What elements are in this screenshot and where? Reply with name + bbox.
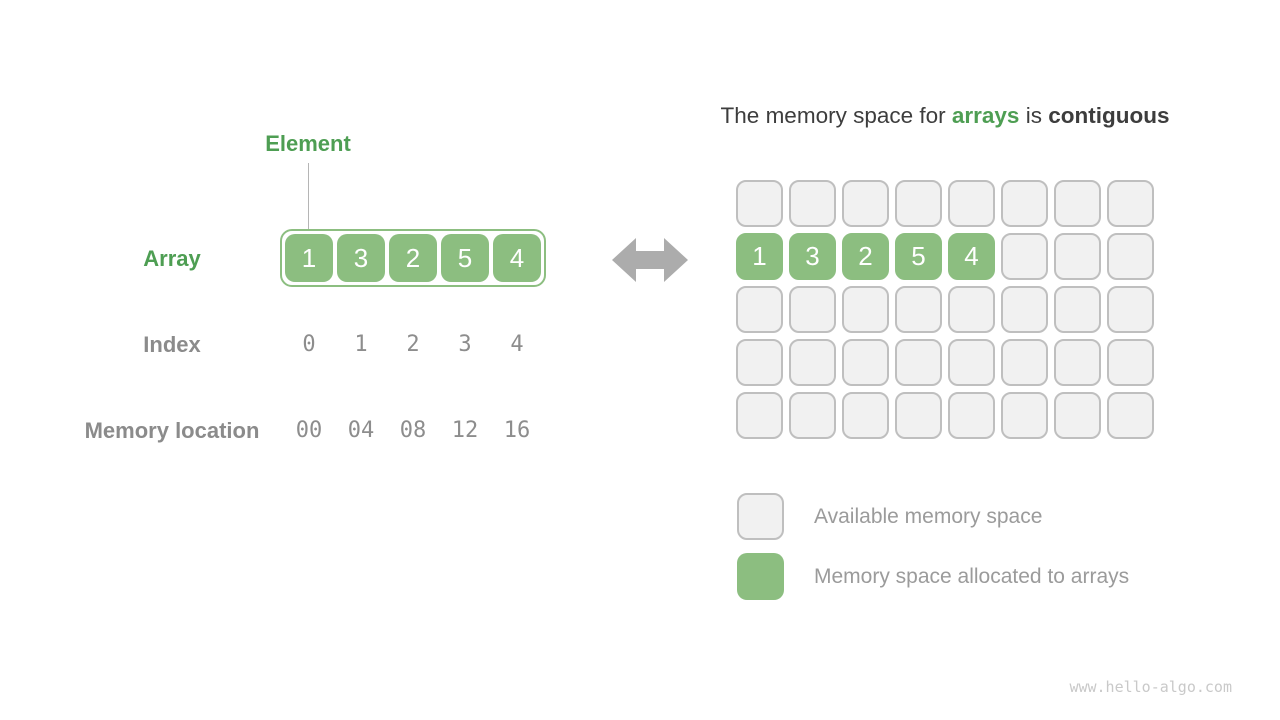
array-cell: 5 xyxy=(441,234,489,282)
available-memory-cell xyxy=(1001,339,1048,386)
available-memory-cell xyxy=(948,286,995,333)
array-cell: 3 xyxy=(337,234,385,282)
index-value: 4 xyxy=(510,332,524,357)
available-memory-cell xyxy=(842,392,889,439)
available-memory-cell xyxy=(948,392,995,439)
index-value: 1 xyxy=(354,332,368,357)
allocated-memory-cell: 2 xyxy=(842,233,889,280)
available-memory-cell xyxy=(842,339,889,386)
array-cell: 2 xyxy=(389,234,437,282)
index-value: 0 xyxy=(302,332,316,357)
allocated-memory-cell: 5 xyxy=(895,233,942,280)
array-cell: 4 xyxy=(493,234,541,282)
legend-label-allocated: Memory space allocated to arrays xyxy=(814,564,1130,588)
memory-location-value: 16 xyxy=(503,418,531,443)
allocated-memory-swatch-icon xyxy=(737,553,784,600)
available-memory-cell xyxy=(1001,286,1048,333)
available-memory-cell xyxy=(1107,233,1154,280)
memory-location-value: 04 xyxy=(347,418,375,443)
available-memory-cell xyxy=(1107,392,1154,439)
available-memory-cell xyxy=(736,339,783,386)
available-memory-cell xyxy=(1001,233,1048,280)
available-memory-cell xyxy=(789,392,836,439)
left-right-arrow-icon xyxy=(612,238,688,282)
watermark: www.hello-algo.com xyxy=(1069,678,1232,696)
element-label: Element xyxy=(265,131,351,156)
available-memory-cell xyxy=(1054,392,1101,439)
available-memory-cell xyxy=(895,392,942,439)
available-memory-cell xyxy=(948,339,995,386)
available-memory-cell xyxy=(1054,339,1101,386)
available-memory-cell xyxy=(1001,392,1048,439)
title-bold-contiguous: contiguous xyxy=(1048,103,1170,128)
available-memory-cell xyxy=(842,180,889,227)
index-value: 3 xyxy=(458,332,472,357)
allocated-memory-cell: 4 xyxy=(948,233,995,280)
memory-location-value: 08 xyxy=(399,418,427,443)
available-memory-cell xyxy=(789,339,836,386)
available-memory-cell xyxy=(736,286,783,333)
available-memory-cell xyxy=(736,180,783,227)
array-label: Array xyxy=(143,246,201,271)
available-memory-cell xyxy=(842,286,889,333)
available-memory-cell xyxy=(895,180,942,227)
available-memory-cell xyxy=(1054,180,1101,227)
available-memory-cell xyxy=(789,286,836,333)
memory-location-value: 00 xyxy=(295,418,323,443)
available-memory-cell xyxy=(1054,233,1101,280)
legend-item-available: Available memory space xyxy=(737,493,1129,540)
memory-values-row: 00 04 08 12 16 xyxy=(285,418,541,444)
index-value: 2 xyxy=(406,332,420,357)
legend: Available memory space Memory space allo… xyxy=(737,493,1129,600)
legend-item-allocated: Memory space allocated to arrays xyxy=(737,553,1129,600)
memory-title: The memory space for arrays is contiguou… xyxy=(640,102,1250,129)
memory-location-value: 12 xyxy=(451,418,479,443)
title-middle: is xyxy=(1019,103,1049,128)
available-memory-cell xyxy=(895,286,942,333)
available-memory-cell xyxy=(895,339,942,386)
available-memory-cell xyxy=(1054,286,1101,333)
element-pointer-line xyxy=(308,163,309,229)
allocated-memory-cell: 3 xyxy=(789,233,836,280)
available-memory-cell xyxy=(736,392,783,439)
available-memory-cell xyxy=(948,180,995,227)
available-memory-cell xyxy=(1107,339,1154,386)
available-memory-swatch-icon xyxy=(737,493,784,540)
index-values-row: 0 1 2 3 4 xyxy=(285,332,541,358)
available-memory-cell xyxy=(1107,180,1154,227)
array-cell: 1 xyxy=(285,234,333,282)
available-memory-cell xyxy=(1107,286,1154,333)
title-highlight-arrays: arrays xyxy=(951,103,1020,128)
legend-label-available: Available memory space xyxy=(814,504,1043,528)
available-memory-cell xyxy=(1001,180,1048,227)
title-prefix: The memory space for xyxy=(720,103,952,128)
allocated-memory-cell: 1 xyxy=(736,233,783,280)
memory-location-label: Memory location xyxy=(84,418,260,443)
index-label: Index xyxy=(143,332,201,357)
available-memory-cell xyxy=(789,180,836,227)
